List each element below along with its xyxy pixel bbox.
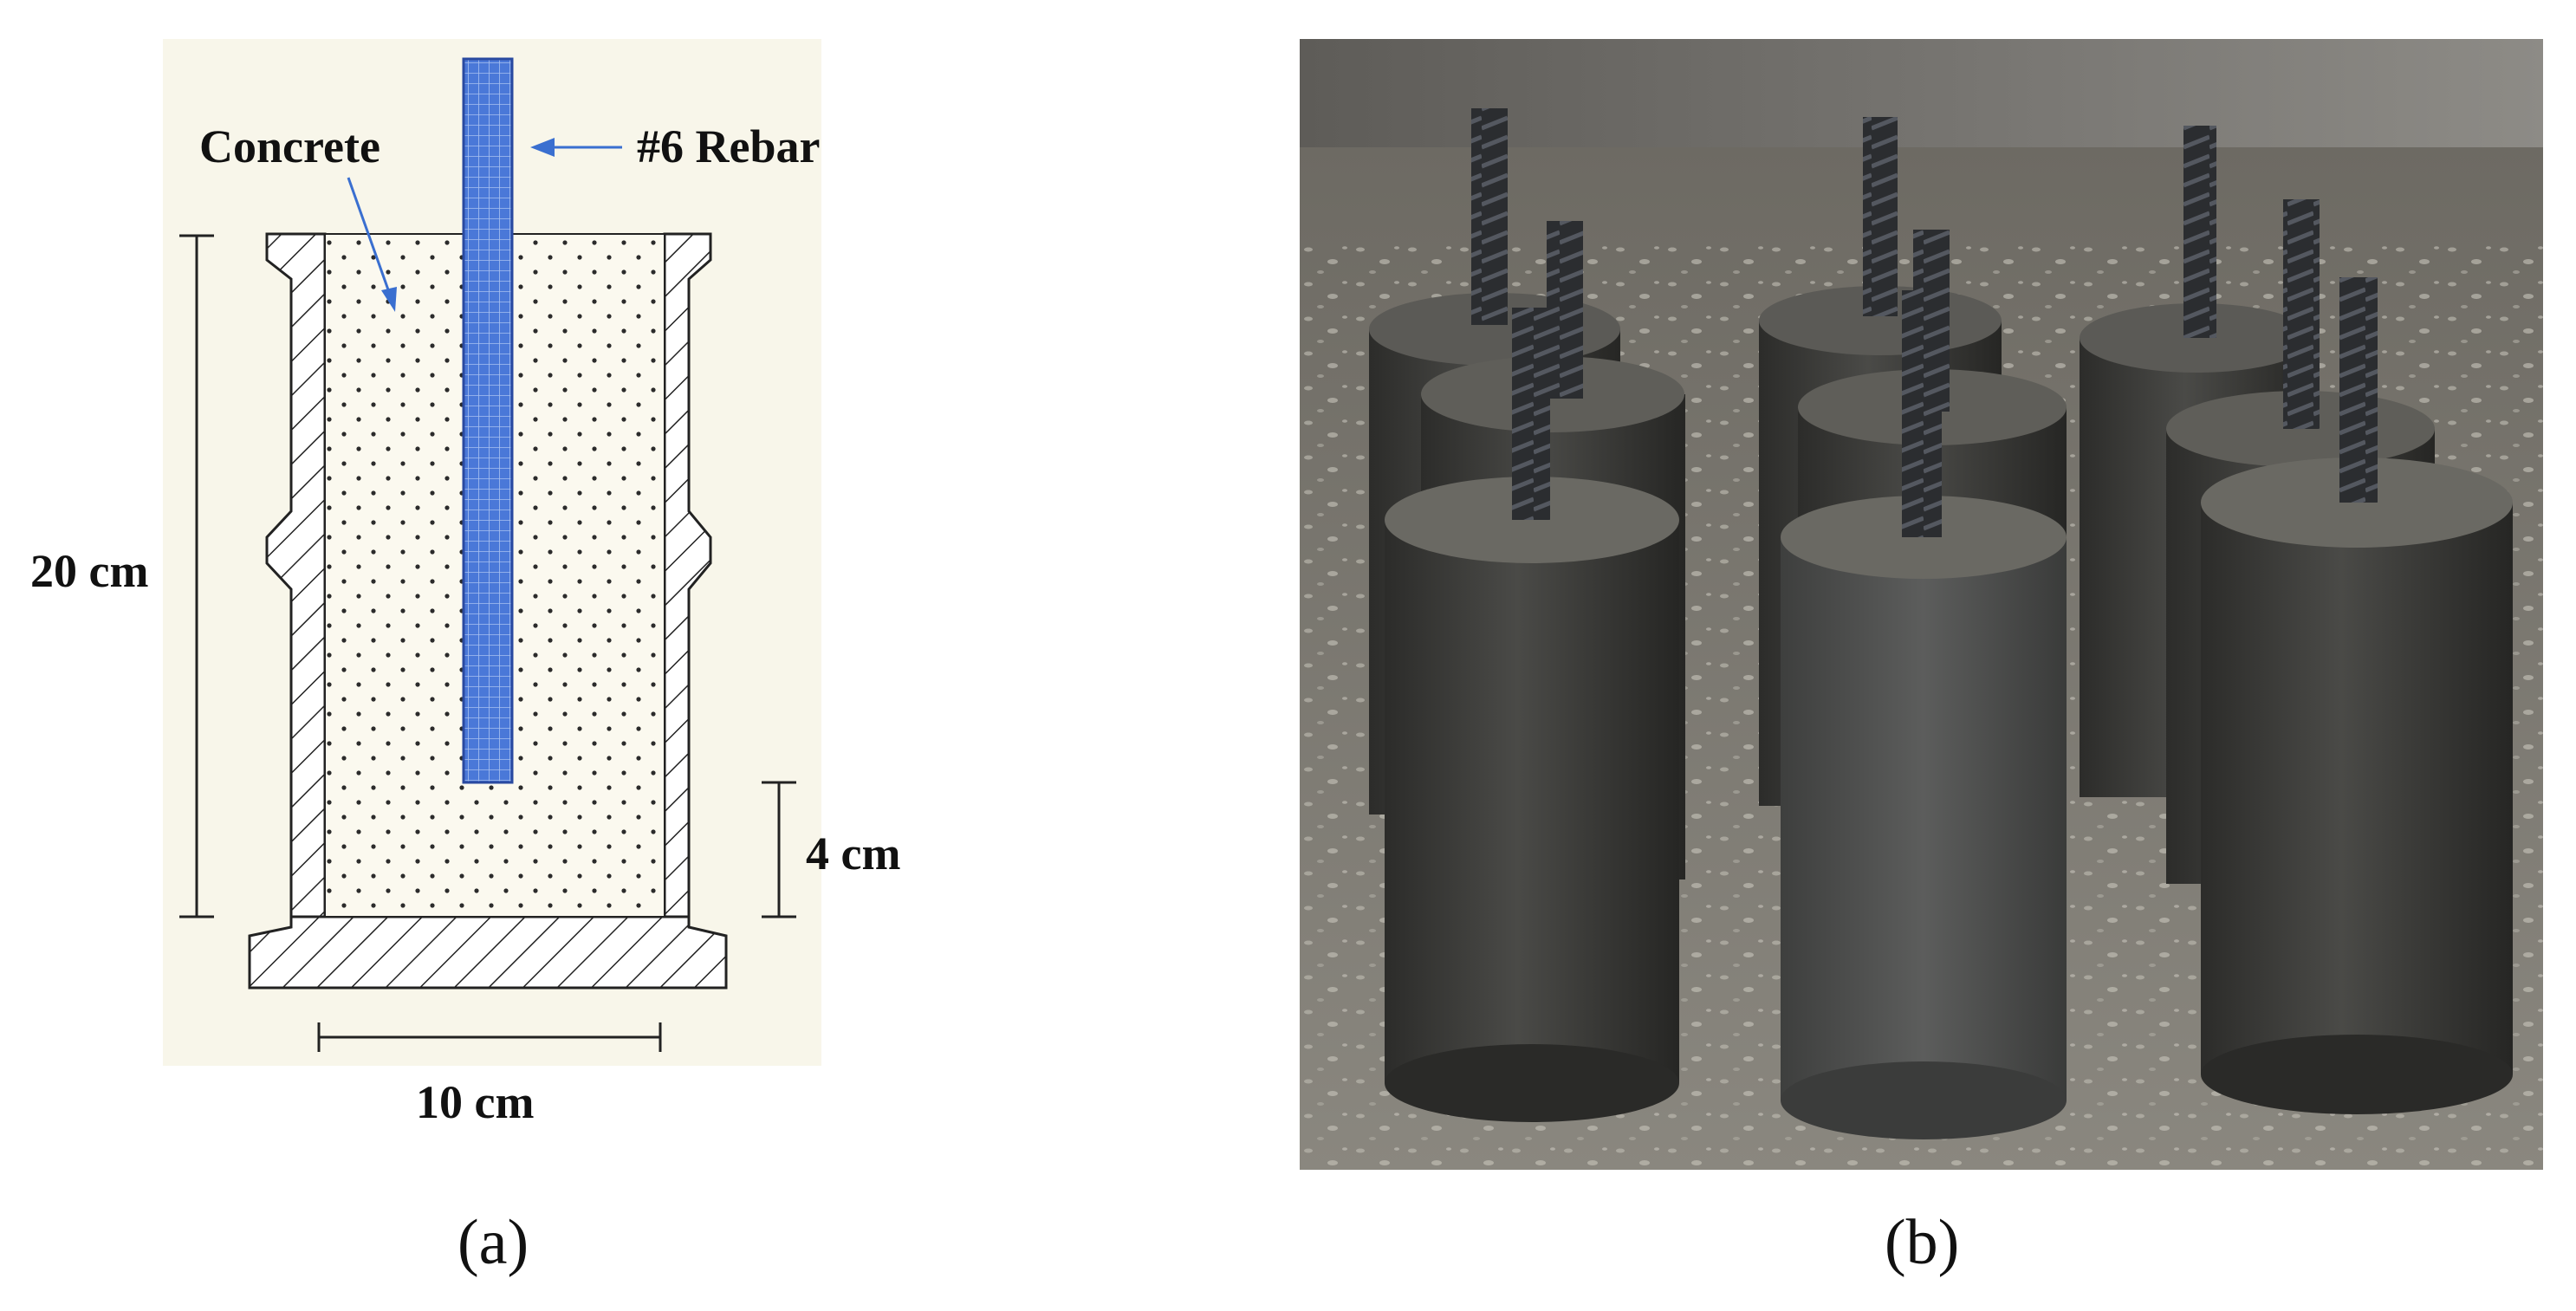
embed-dimension (762, 781, 796, 918)
concrete-label: Concrete (199, 120, 380, 172)
rebar (462, 57, 514, 784)
width-label: 10 cm (416, 1076, 534, 1128)
width-dimension (317, 1022, 662, 1052)
caption-a: (a) (457, 1207, 529, 1278)
specimen-front-left (1385, 308, 1679, 1122)
mold-base (248, 915, 728, 990)
panel-b-photo (1300, 39, 2543, 1170)
specimen-front-center (1781, 290, 2067, 1139)
panel-a-schematic: Concrete #6 Rebar 20 cm 4 cm (30, 39, 900, 1128)
concrete-arrow (347, 177, 397, 312)
caption-b: (b) (1885, 1207, 1959, 1278)
specimen-front-right (2201, 277, 2513, 1114)
rebar-label: #6 Rebar (637, 120, 820, 172)
height-dimension (179, 234, 214, 918)
rebar-arrow (530, 138, 622, 157)
embed-label: 4 cm (806, 827, 900, 879)
height-label: 20 cm (30, 545, 148, 597)
